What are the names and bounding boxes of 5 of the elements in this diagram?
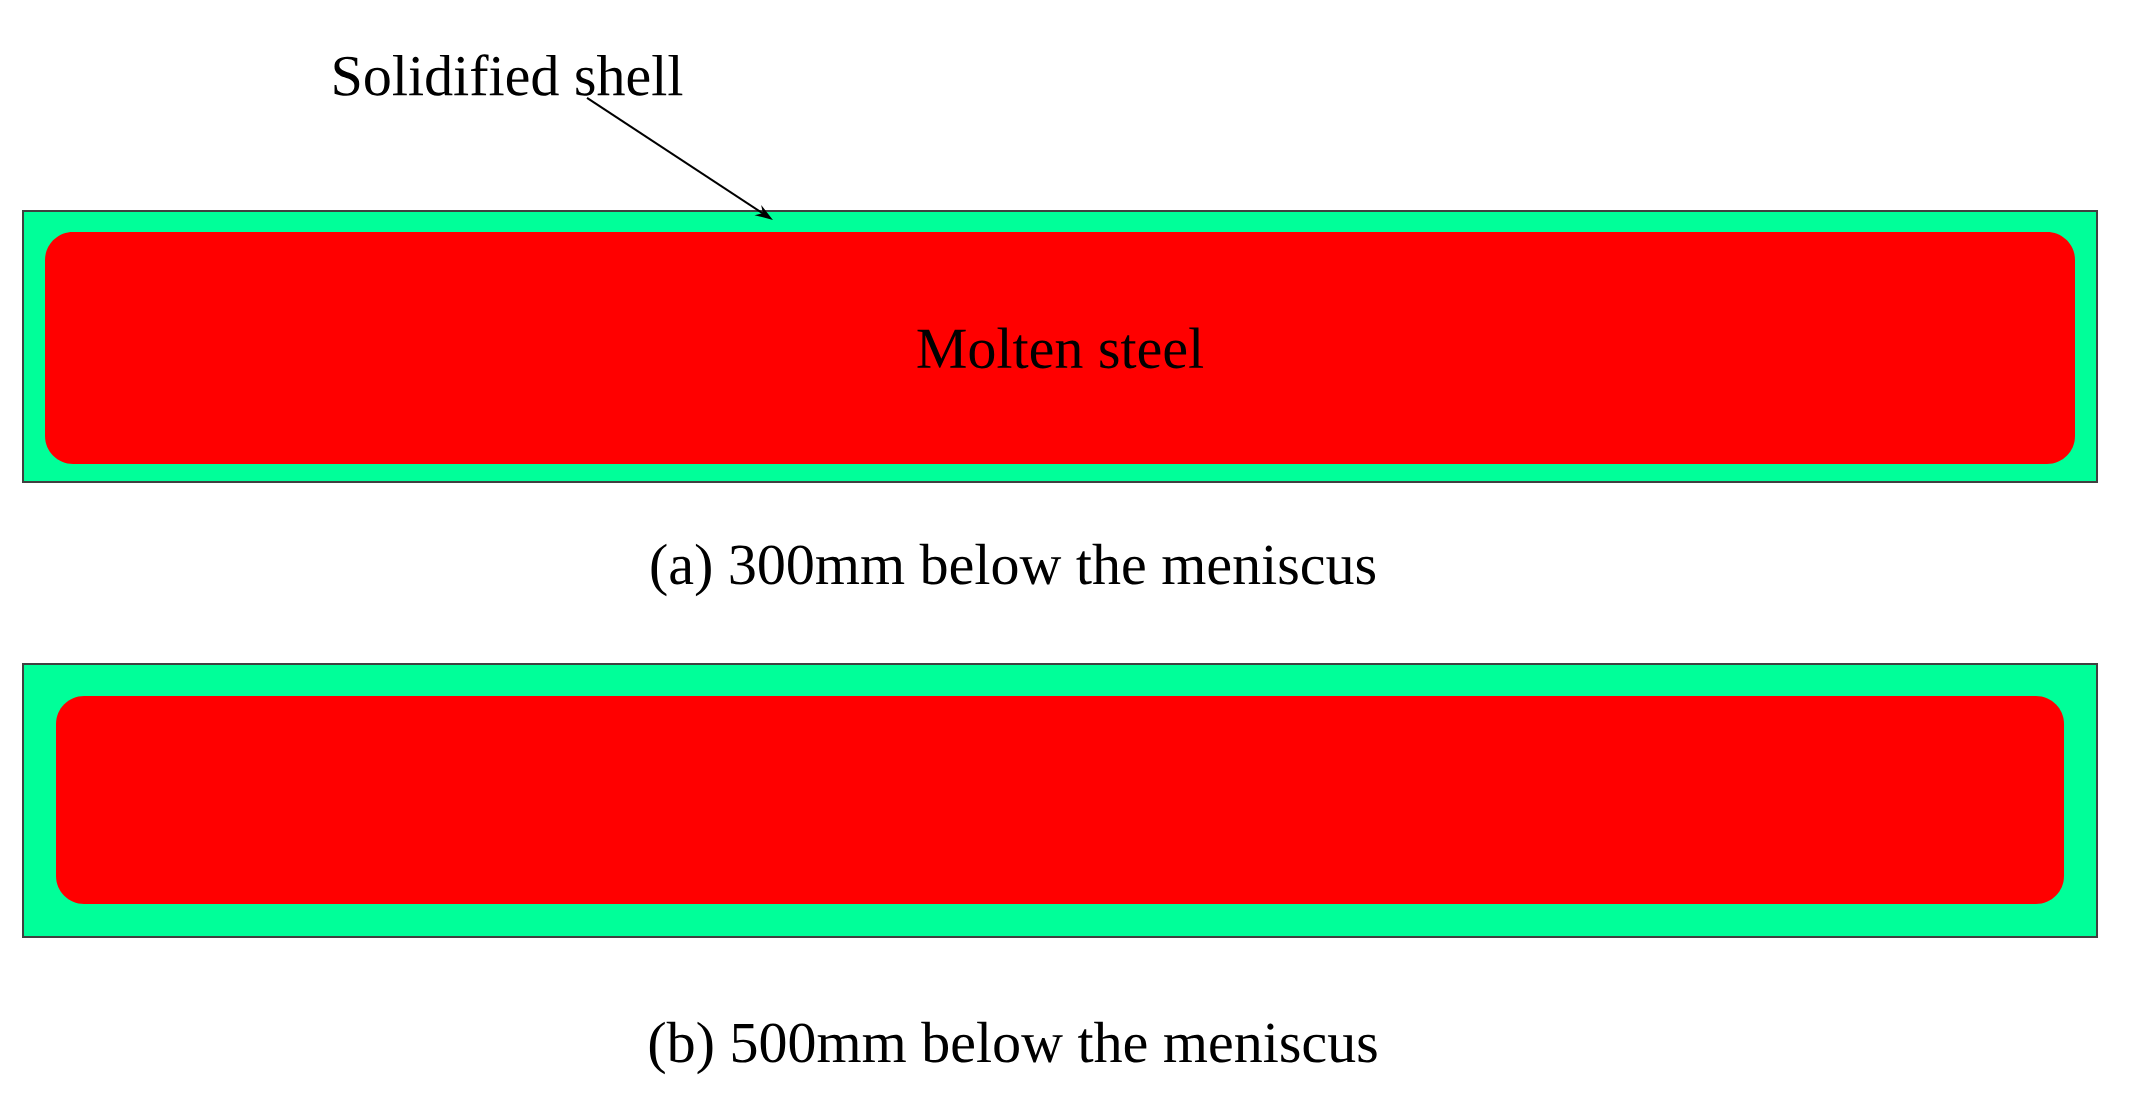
figure-caption: (a) 300mm below the meniscus (651, 543, 1375, 597)
molten-core (56, 696, 2064, 904)
figure-caption: (b) 500mm below the meniscus (649, 1021, 1377, 1075)
callout-text: Solidified shell (334, 54, 683, 96)
molten-core: Molten steel (45, 232, 2075, 464)
